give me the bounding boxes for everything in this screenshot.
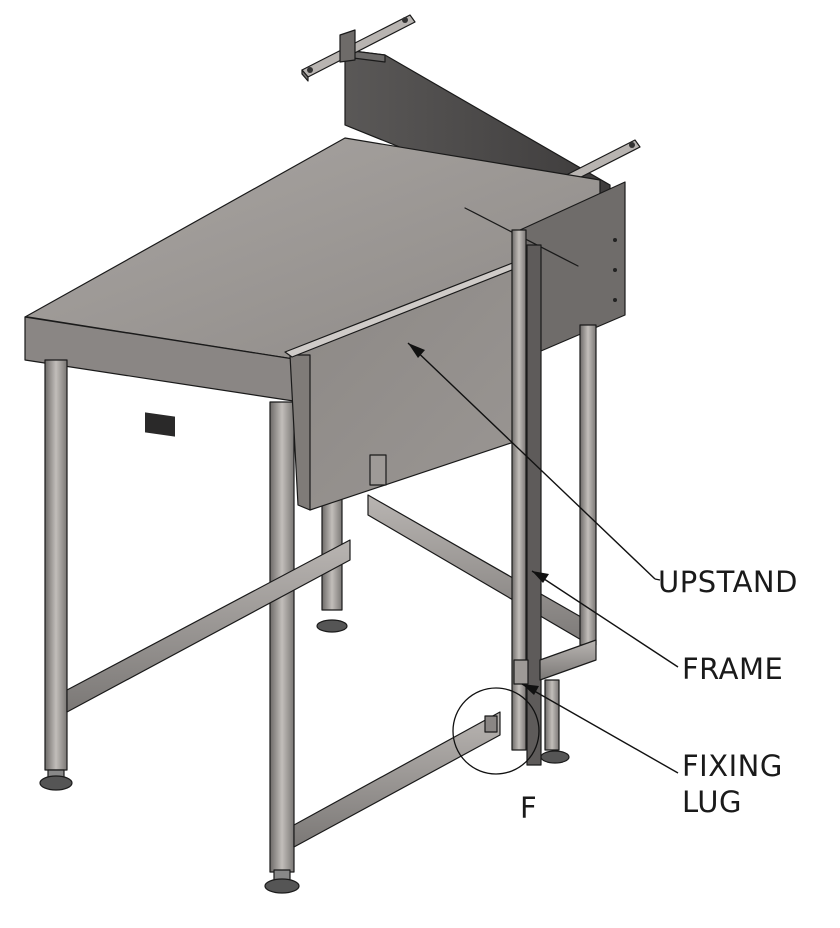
mounting-bracket-rear <box>301 14 416 82</box>
label-lug: LUG <box>682 785 742 819</box>
label-frame: FRAME <box>682 652 783 686</box>
frame <box>464 207 597 766</box>
control-panel <box>145 412 175 437</box>
label-upstand: UPSTAND <box>658 565 798 599</box>
label-detail-f: F <box>520 791 537 825</box>
detail-circle-f <box>452 687 540 775</box>
leg-front-left <box>39 359 73 791</box>
front-upstand-panel <box>284 261 523 511</box>
label-fixing: FIXING <box>682 749 783 783</box>
callout-leaders <box>407 342 679 774</box>
fixing-lug <box>369 454 529 733</box>
leg-front-right <box>264 401 300 894</box>
leg-rear-left <box>316 469 348 633</box>
